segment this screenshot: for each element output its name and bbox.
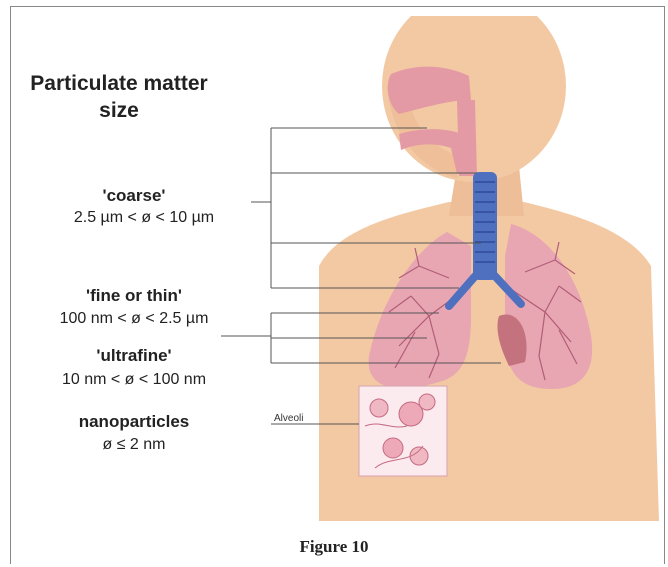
diagram-title: Particulate matter size [19, 70, 219, 124]
category-ultrafine-name: 'ultrafine' [39, 346, 229, 366]
figure-caption: Figure 10 [0, 537, 668, 557]
category-ultrafine-range: 10 nm < ø < 100 nm [39, 371, 229, 389]
category-nanoparticles-range: ø ≤ 2 nm [39, 436, 229, 454]
alveoli-inset [359, 386, 447, 476]
category-nanoparticles-name: nanoparticles [39, 412, 229, 432]
figure-illustration: Particulate matter size 'coarse' 2.5 µm … [19, 16, 659, 521]
alveoli-label: Alveoli [274, 413, 303, 424]
category-coarse-name: 'coarse' [39, 186, 229, 206]
category-coarse-range: 2.5 µm < ø < 10 µm [39, 209, 249, 227]
category-fine-name: 'fine or thin' [39, 286, 229, 306]
category-fine-range: 100 nm < ø < 2.5 µm [39, 310, 229, 328]
